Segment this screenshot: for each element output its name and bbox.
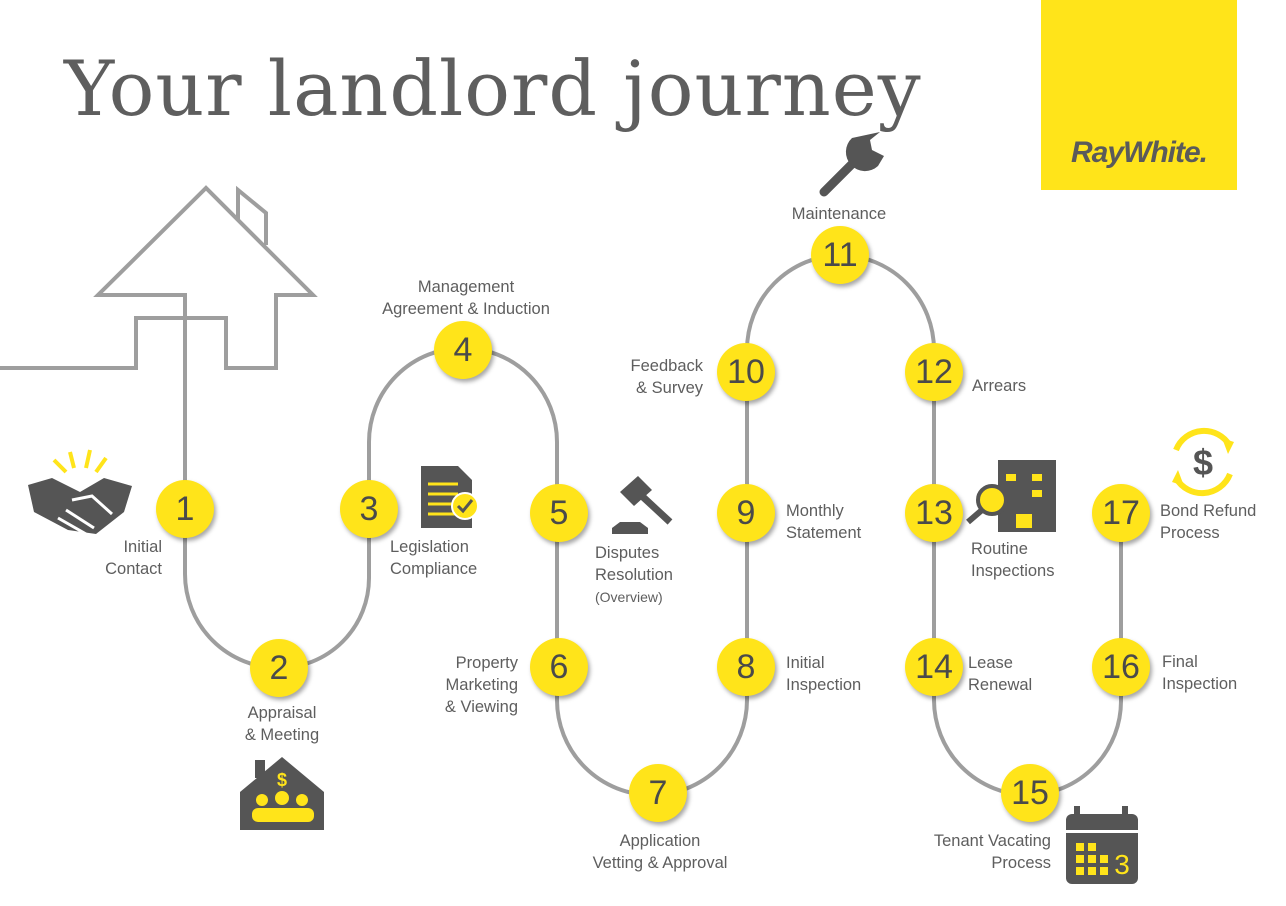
step-16-label-line: Inspection <box>1162 675 1238 693</box>
step-10-badge: 10 <box>717 343 775 401</box>
step-10-label: Feedback & Survey <box>631 355 703 399</box>
step-8-label-line: Initial <box>786 654 825 672</box>
step-13-label-line: Inspections <box>971 562 1055 580</box>
step-14-label-line: Renewal <box>968 676 1033 694</box>
house-outline <box>0 185 318 509</box>
step-4-label-line: Agreement & Induction <box>382 300 550 318</box>
step-1-badge: 1 <box>156 480 214 538</box>
brand-logo: RayWhite. <box>1041 0 1237 190</box>
step-11-label-line: Maintenance <box>791 205 887 223</box>
step-9-label-line: Statement <box>786 524 862 542</box>
step-6-label-line: Property <box>455 654 518 672</box>
step-14-badge: 14 <box>905 638 963 696</box>
house-chimney <box>236 185 268 245</box>
step-1-label-line: Contact <box>105 560 162 578</box>
step-12-label: Arrears <box>972 375 1026 397</box>
step-8-badge: 8 <box>717 638 775 696</box>
calendar-day: 3 <box>1114 849 1130 880</box>
step-7-badge: 7 <box>629 764 687 822</box>
step-3-label-line: Compliance <box>390 560 478 578</box>
step-2-label-line: Appraisal <box>247 704 317 722</box>
dollar-cycle-icon: $ <box>1172 427 1234 497</box>
step-6-label-line: Marketing <box>445 676 518 694</box>
step-6-badge: 6 <box>530 638 588 696</box>
document-check-icon <box>421 466 479 528</box>
step-13-badge: 13 <box>905 484 963 542</box>
step-1-label-line: Initial <box>123 538 162 556</box>
step-4-badge: 4 <box>434 321 492 379</box>
step-15-label-line: Tenant Vacating <box>933 832 1051 850</box>
step-10-label-line: Feedback <box>630 357 703 375</box>
step-15-badge: 15 <box>1001 764 1059 822</box>
step-11-badge: 11 <box>811 226 869 284</box>
step-11-label: Maintenance <box>729 203 949 225</box>
step-2-label-line: & Meeting <box>244 726 320 744</box>
wrench-icon <box>819 132 884 197</box>
step-2-badge: 2 <box>250 639 308 697</box>
page-title: Your landlord journey <box>64 44 922 133</box>
step-8-label-line: Inspection <box>786 676 862 694</box>
step-3-label-line: Legislation <box>390 538 469 556</box>
svg-text:$: $ <box>277 770 287 790</box>
step-6-label-line: & Viewing <box>444 698 518 716</box>
step-4-label-line: Management <box>417 278 515 296</box>
brand-name: RayWhite. <box>1070 136 1208 169</box>
step-3-badge: 3 <box>340 480 398 538</box>
building-inspection-icon <box>966 460 1056 532</box>
step-5-label-line: (Overview) <box>595 589 663 605</box>
step-12-badge: 12 <box>905 343 963 401</box>
step-14-label-line: Lease <box>968 654 1013 672</box>
step-2-label: Appraisal & Meeting <box>172 702 392 746</box>
svg-text:$: $ <box>1193 442 1213 483</box>
handshake-icon <box>28 449 132 536</box>
step-16-badge: 16 <box>1092 638 1150 696</box>
step-17-label-line: Bond Refund <box>1160 502 1257 520</box>
step-7-label-line: Application <box>619 832 701 850</box>
step-7-label-line: Vetting & Approval <box>592 854 728 872</box>
step-10-label-line: & Survey <box>636 379 703 397</box>
step-12-label-line: Arrears <box>972 377 1027 395</box>
step-17-badge: 17 <box>1092 484 1150 542</box>
step-9-label-line: Monthly <box>786 502 844 520</box>
calendar-icon: 3 <box>1066 806 1138 884</box>
house-meeting-icon: $ <box>240 757 324 830</box>
step-5-label-line: Resolution <box>595 566 673 584</box>
step-5-badge: 5 <box>530 484 588 542</box>
step-16-label-line: Final <box>1162 653 1198 671</box>
step-17-label-line: Process <box>1160 524 1220 542</box>
step-13-label-line: Routine <box>971 540 1028 558</box>
step-15-label-line: Process <box>991 854 1051 872</box>
step-9-badge: 9 <box>717 484 775 542</box>
step-5-label-line: Disputes <box>595 544 660 562</box>
gavel-icon <box>612 476 673 534</box>
